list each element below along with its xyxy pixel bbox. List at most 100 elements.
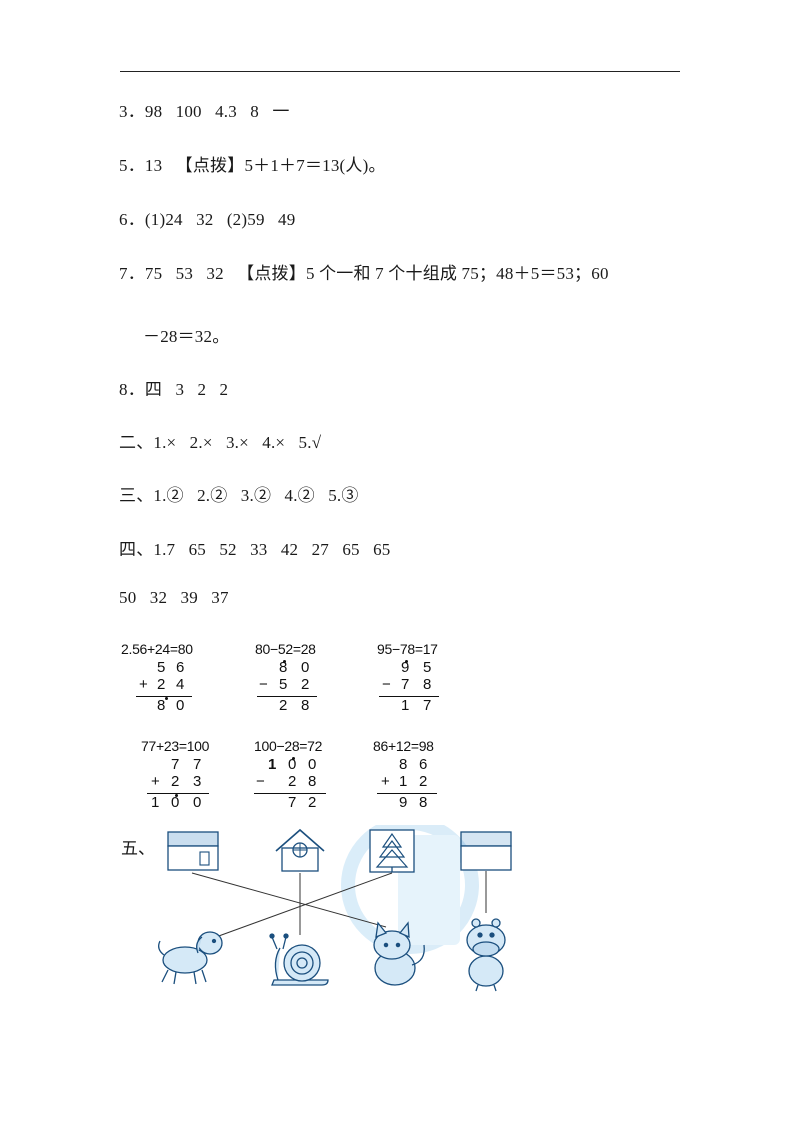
section-4-answers-cont: 50 32 39 37 bbox=[119, 588, 229, 607]
calc-digit: 0 bbox=[171, 794, 180, 811]
calc-bar bbox=[257, 696, 317, 697]
calc-bar bbox=[377, 793, 437, 794]
calc-row: − 2 8 bbox=[254, 773, 344, 790]
calc-digit: 6 bbox=[419, 756, 428, 773]
borrow-dot bbox=[283, 660, 286, 663]
calc-digit: 7 bbox=[401, 676, 410, 693]
calc-row: 7 2 bbox=[254, 794, 344, 811]
calc-digit: 1 bbox=[151, 794, 160, 811]
section-3-answers: 三、1.② 2.② 3.② 4.② 5.③ bbox=[119, 486, 359, 505]
calc-equation: 2.56+24=80 bbox=[121, 641, 193, 657]
calc-digit: 0 bbox=[301, 659, 310, 676]
vertical-calc: 77+23=100 7 7 + 2 3 1 0 0 bbox=[141, 738, 231, 811]
blank-box-icon bbox=[460, 831, 512, 871]
calc-digit: 8 bbox=[419, 794, 428, 811]
calc-row: 1 0 0 bbox=[141, 794, 231, 811]
calc-digit: 0 bbox=[176, 697, 185, 714]
borrow-dot bbox=[405, 660, 408, 663]
calc-operator: − bbox=[382, 676, 391, 693]
answer-5: 5．13 【点拨】5＋1＋7＝13(人)。 bbox=[119, 156, 386, 175]
calc-digit: 4 bbox=[176, 676, 185, 693]
calc-digit: 9 bbox=[399, 794, 408, 811]
calc-equation: 95−78=17 bbox=[377, 641, 438, 657]
answer-8: 8．四 3 2 2 bbox=[119, 380, 229, 399]
calc-row: 9 5 bbox=[377, 659, 467, 676]
calc-digit: 2 bbox=[308, 794, 317, 811]
calc-bar bbox=[254, 793, 326, 794]
calc-operator: + bbox=[151, 773, 160, 790]
calc-operator: + bbox=[139, 676, 148, 693]
calc-digit: 1 bbox=[399, 773, 408, 790]
carry-dot bbox=[175, 794, 178, 797]
calc-row: + 2 3 bbox=[141, 773, 231, 790]
answer-7-cont: －28＝32。 bbox=[143, 327, 230, 346]
calc-row: + 1 2 bbox=[373, 773, 463, 790]
calc-digit: 3 bbox=[193, 773, 202, 790]
vertical-calc: 86+12=98 8 6 + 1 2 9 8 bbox=[373, 738, 463, 811]
section-5-label: 五、 bbox=[121, 839, 155, 858]
calc-operator: − bbox=[256, 773, 265, 790]
calc-digit: 9 bbox=[401, 659, 410, 676]
calc-row: 1 7 bbox=[377, 697, 467, 714]
calc-digit: 8 bbox=[399, 756, 408, 773]
calc-digit: 6 bbox=[176, 659, 185, 676]
calc-digit: 2 bbox=[171, 773, 180, 790]
calc-digit: 1 bbox=[401, 697, 410, 714]
calc-row: − 7 8 bbox=[377, 676, 467, 693]
calc-digit: 5 bbox=[157, 659, 166, 676]
calc-digit: 5 bbox=[423, 659, 432, 676]
calc-row: 8 0 bbox=[255, 659, 345, 676]
hippo-icon bbox=[466, 918, 506, 992]
calc-digit: 0 bbox=[288, 756, 297, 773]
calc-row: − 5 2 bbox=[255, 676, 345, 693]
calc-equation: 80−52=28 bbox=[255, 641, 316, 657]
matching-figure bbox=[158, 825, 512, 992]
calc-digit: 2 bbox=[419, 773, 428, 790]
calc-equation: 86+12=98 bbox=[373, 738, 434, 754]
calc-digit: 7 bbox=[193, 756, 202, 773]
vertical-calc: 100−28=72 1 0 0 − 2 8 7 2 bbox=[254, 738, 344, 811]
calc-digit: 7 bbox=[423, 697, 432, 714]
round-window-house-icon bbox=[275, 828, 325, 872]
calc-digit: 1 bbox=[268, 756, 277, 773]
kitten-icon bbox=[373, 921, 425, 986]
answer-7: 7．75 53 32 【点拨】5 个一和 7 个十组成 75；48＋5＝53；6… bbox=[119, 264, 609, 283]
vertical-calc: 2.56+24=80 5 6 + 2 4 8 0 bbox=[121, 641, 211, 714]
calc-digit: 2 bbox=[157, 676, 166, 693]
calc-operator: + bbox=[381, 773, 390, 790]
calc-row: 5 6 bbox=[121, 659, 211, 676]
answer-3: 3．98 100 4.3 8 一 bbox=[119, 102, 290, 121]
top-rule bbox=[120, 71, 680, 72]
calc-digit: 5 bbox=[279, 676, 288, 693]
vertical-calc: 95−78=17 9 5 − 7 8 1 7 bbox=[377, 641, 467, 714]
calc-row: + 2 4 bbox=[121, 676, 211, 693]
calc-digit: 8 bbox=[279, 659, 288, 676]
answer-6: 6．(1)24 32 (2)59 49 bbox=[119, 210, 296, 229]
section-4-answers: 四、1.7 65 52 33 42 27 65 65 bbox=[119, 540, 391, 559]
calc-digit: 7 bbox=[288, 794, 297, 811]
calc-row: 8 0 bbox=[121, 697, 211, 714]
vertical-calc: 80−52=28 8 0 − 5 2 2 8 bbox=[255, 641, 345, 714]
calc-digit: 2 bbox=[288, 773, 297, 790]
house-icon bbox=[167, 831, 219, 871]
calc-bar bbox=[147, 793, 209, 794]
calc-digit: 0 bbox=[193, 794, 202, 811]
calc-row: 7 7 bbox=[141, 756, 231, 773]
calc-digit: 2 bbox=[301, 676, 310, 693]
pine-tree-icon bbox=[369, 829, 415, 873]
calc-bar bbox=[136, 696, 192, 697]
calc-equation: 100−28=72 bbox=[254, 738, 323, 754]
calc-bar bbox=[379, 696, 439, 697]
borrow-dot bbox=[292, 757, 295, 760]
calc-equation: 77+23=100 bbox=[141, 738, 210, 754]
calc-row: 9 8 bbox=[373, 794, 463, 811]
carry-dot bbox=[165, 697, 168, 700]
calc-digit: 0 bbox=[308, 756, 317, 773]
section-2-answers: 二、1.× 2.× 3.× 4.× 5.√ bbox=[119, 433, 322, 452]
calc-row: 1 0 0 bbox=[254, 756, 344, 773]
calc-digit: 2 bbox=[279, 697, 288, 714]
matching-lines bbox=[191, 871, 487, 938]
puppy-icon bbox=[158, 931, 223, 985]
calc-digit: 8 bbox=[157, 697, 166, 714]
calc-operator: − bbox=[259, 676, 268, 693]
